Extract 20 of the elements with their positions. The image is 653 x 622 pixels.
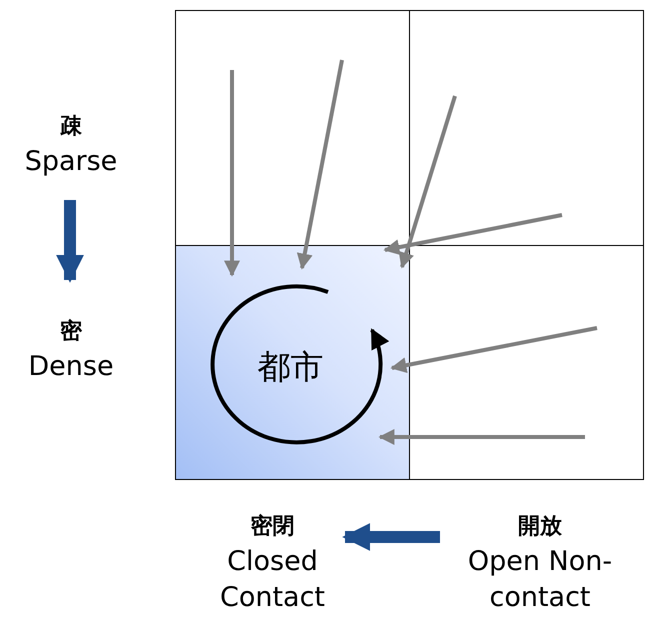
kanji-label: 密閉 xyxy=(250,512,294,540)
arrow xyxy=(378,429,585,445)
arrow xyxy=(342,523,440,551)
arrow xyxy=(390,326,598,374)
kanji-label: 密 xyxy=(60,318,82,346)
english-label: Dense xyxy=(28,350,114,384)
city-cell xyxy=(175,245,410,480)
english-label: Closed Contact xyxy=(218,544,326,614)
kanji-label: 開放 xyxy=(518,512,562,540)
arrow xyxy=(296,60,344,270)
grid-cell xyxy=(409,245,644,480)
arrow xyxy=(383,213,562,256)
city-label: 都市 xyxy=(258,346,324,388)
kanji-label: 疎 xyxy=(60,113,82,141)
arrow xyxy=(398,95,457,269)
arrow xyxy=(56,200,84,283)
english-label: Open Non-contact xyxy=(466,544,614,614)
english-label: Sparse xyxy=(24,145,118,179)
arrow xyxy=(224,70,240,277)
grid-cell xyxy=(409,10,644,246)
